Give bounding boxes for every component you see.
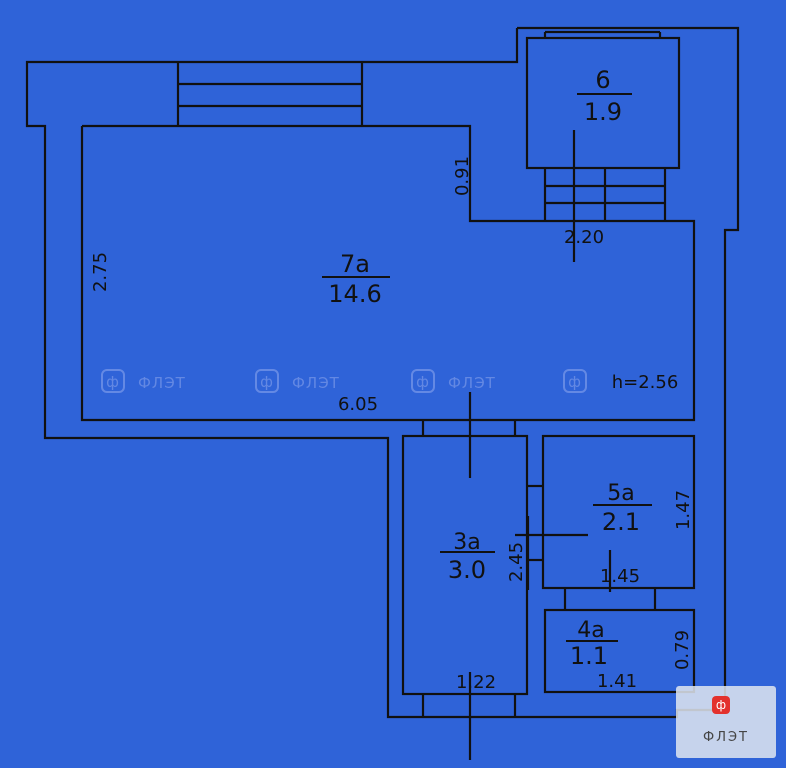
room-6-area: 1.9 [584, 98, 622, 126]
room-4a-area: 1.1 [570, 642, 608, 670]
room-5a-area: 2.1 [602, 508, 640, 536]
door-room-4a [563, 588, 657, 610]
room-7a-number: 7а [340, 250, 370, 278]
watermark-glyph: ф [260, 373, 274, 391]
dim-2-20: 2.20 [564, 227, 604, 248]
watermark-text: ФЛЭТ [292, 374, 340, 392]
door-bottom [421, 694, 517, 717]
watermark-text: ФЛЭТ [138, 374, 186, 392]
wall-room-6 [525, 36, 681, 170]
dim-1-45: 1.45 [600, 566, 640, 587]
dim-6-05: 6.05 [338, 394, 378, 415]
outer-wall [25, 26, 740, 719]
ceiling-height: h=2.56 [612, 372, 679, 393]
door-room-3a [421, 420, 517, 436]
flat-logo: ф ФЛЭТ [676, 686, 776, 758]
watermark-glyph: ф [568, 373, 582, 391]
logo-text: ФЛЭТ [703, 730, 749, 745]
door-room-5a [527, 484, 543, 562]
watermark-text: ФЛЭТ [448, 374, 496, 392]
room-3a-area: 3.0 [448, 556, 486, 584]
wall-room-4a [543, 608, 696, 694]
balcony-window [543, 30, 662, 38]
dim-2-45: 2.45 [506, 542, 527, 582]
watermark-glyph: ф [106, 373, 120, 391]
balcony-door [543, 168, 667, 221]
wall-room-5a [541, 434, 696, 590]
room-4a-number: 4а [577, 618, 604, 643]
room-3a-number: 3а [453, 530, 480, 555]
watermark-glyph: ф [416, 373, 430, 391]
dim-0-91: 0.91 [452, 156, 473, 196]
room-6-number: 6 [595, 66, 610, 94]
wall-room-7a [80, 124, 696, 422]
room-5a-number: 5а [607, 481, 634, 506]
dim-0-79: 0.79 [672, 630, 693, 670]
room-7a-area: 14.6 [328, 280, 381, 308]
dim-1-47: 1.47 [673, 490, 694, 530]
dim-2-75: 2.75 [90, 252, 111, 292]
dim-1-22: 1.22 [456, 672, 496, 693]
window-top [176, 62, 364, 126]
dim-1-41: 1.41 [597, 671, 637, 692]
logo-mark-icon: ф [712, 696, 730, 714]
watermark-row: ф ФЛЭТ ф ФЛЭТ ф ФЛЭТ ф [101, 369, 587, 393]
